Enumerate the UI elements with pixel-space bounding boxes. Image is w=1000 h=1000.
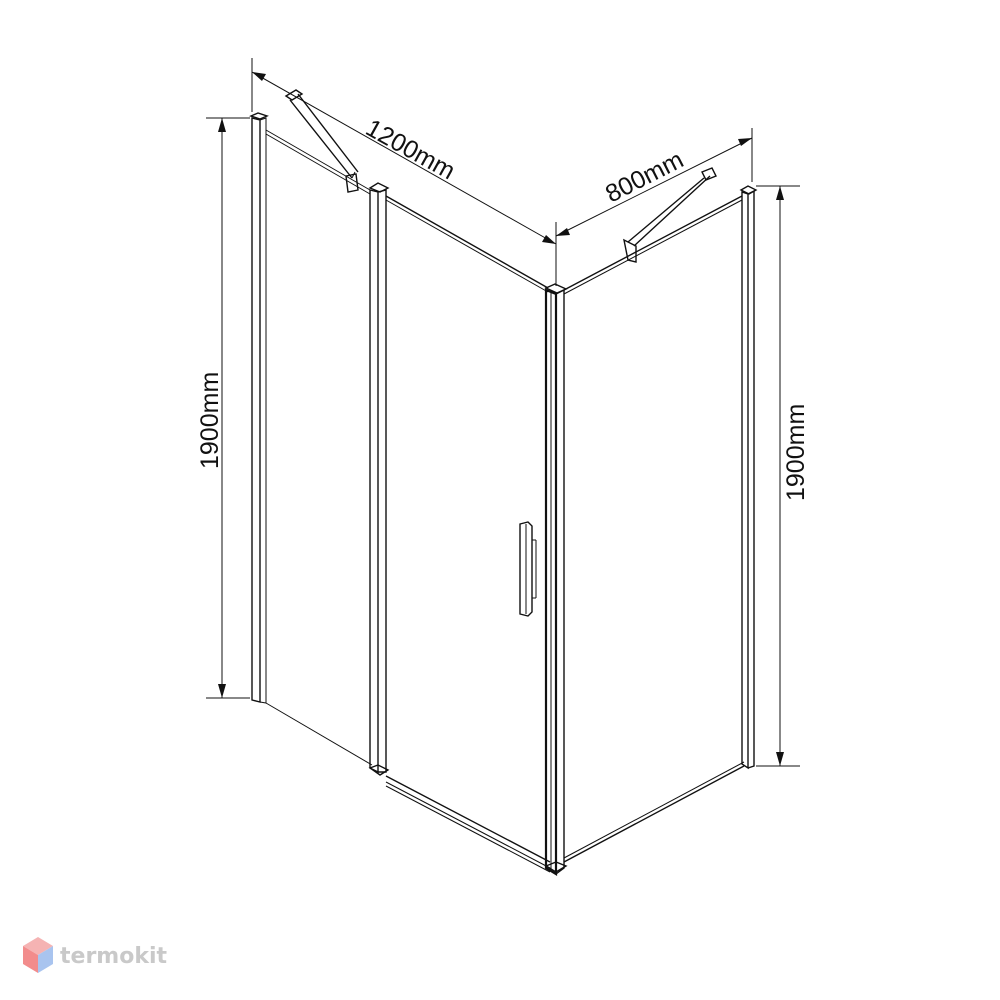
dimension-width-main xyxy=(251,58,557,286)
dimension-width-side xyxy=(555,128,753,237)
corner-profile xyxy=(544,283,568,876)
dimension-label-height-left: 1900mm xyxy=(196,372,224,469)
dimension-height-right xyxy=(756,185,800,767)
dimension-label-width-main: 1200mm xyxy=(361,114,460,186)
dimension-label-width-side: 800mm xyxy=(601,146,688,209)
left-fixed-panel xyxy=(249,112,373,766)
dimension-height-left xyxy=(206,117,250,699)
left-stabilizer-bar xyxy=(284,89,359,193)
sliding-door xyxy=(385,195,551,873)
right-stabilizer-bar xyxy=(623,167,717,263)
watermark-brand: termokit xyxy=(60,944,167,969)
door-handle xyxy=(519,521,537,617)
dimension-label-height-right: 1900mm xyxy=(782,404,810,501)
center-profile xyxy=(368,182,390,776)
hexagon-cube-icon xyxy=(23,937,53,973)
right-side-panel xyxy=(563,185,758,863)
